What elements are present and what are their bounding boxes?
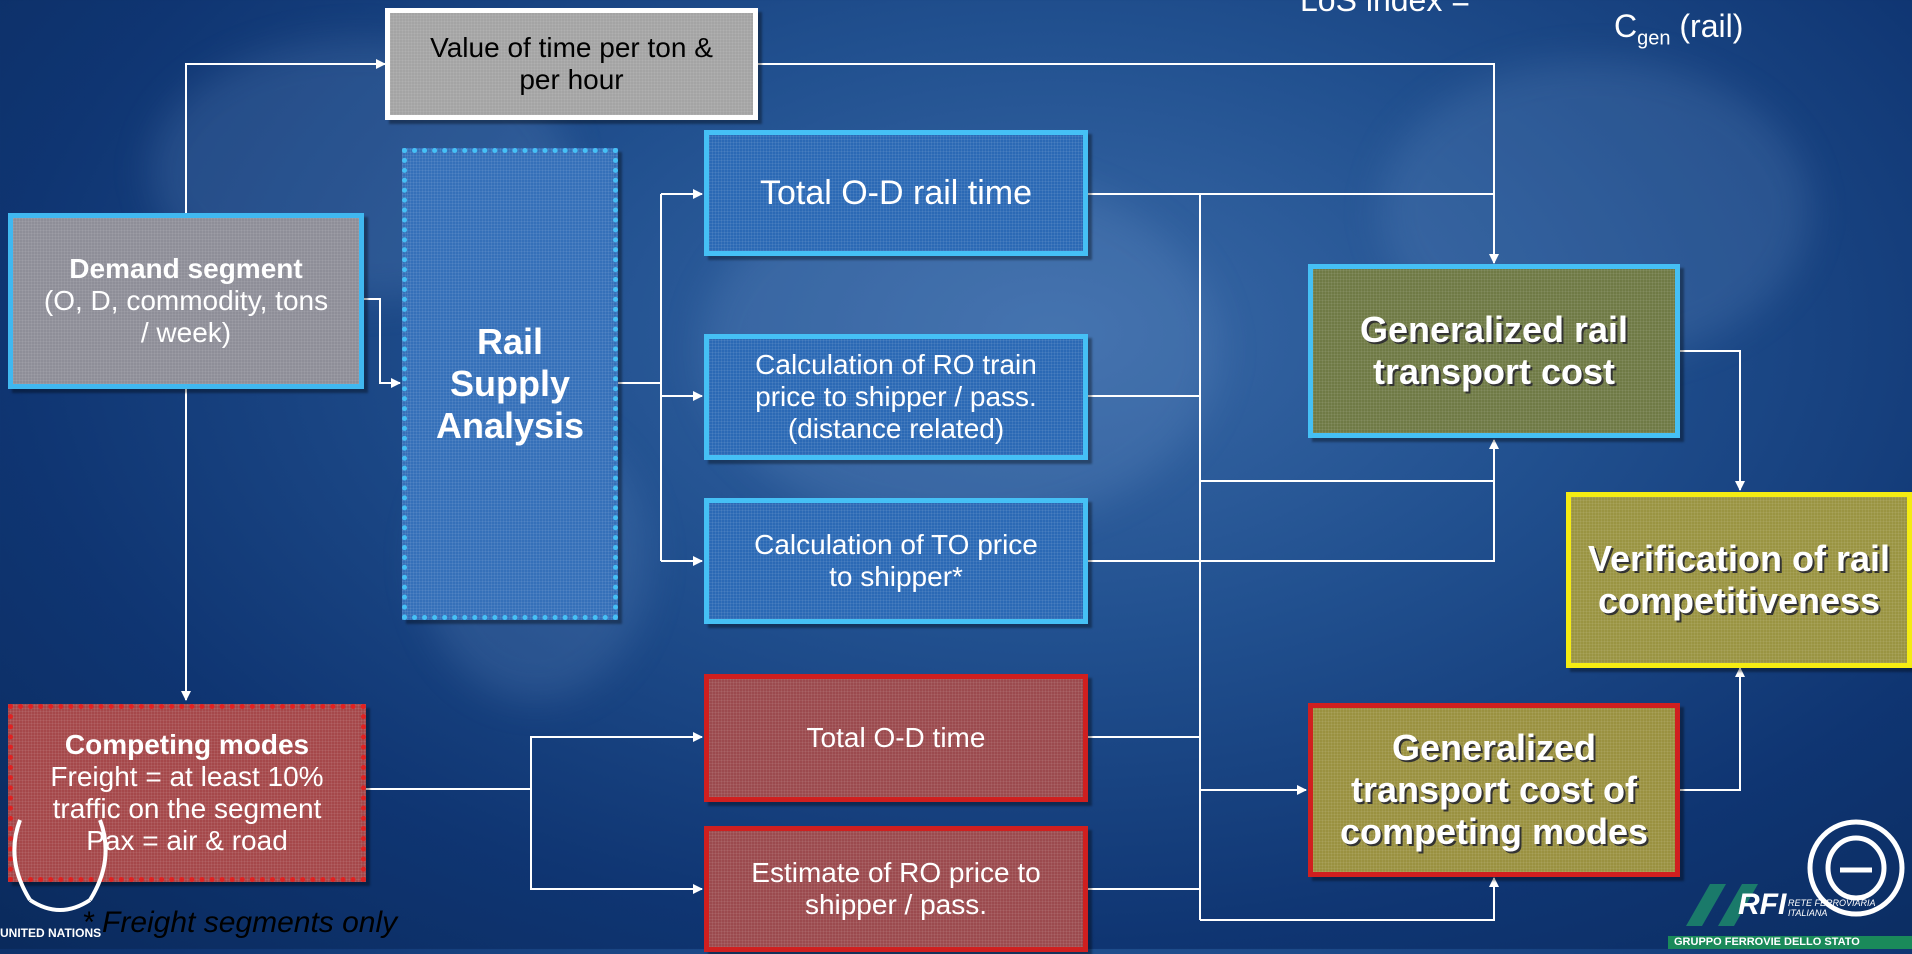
ro-train-price-line-3: (distance related) [787,413,1005,444]
value-of-time-box: Value of time per ton & per hour [385,8,758,120]
total-od-rail-time-box: Total O-D rail time [704,130,1088,256]
rail-supply-analysis-box: Rail Supply Analysis [402,148,618,620]
generalized-competing-cost-box: Generalized transport cost of competing … [1308,703,1680,877]
rail-supply-line-1: Rail [476,321,544,362]
cgen-rest: (rail) [1670,8,1744,44]
value-of-time-line-1: Value of time per ton & [430,32,713,63]
footnote-freight-only: * Freight segments only [82,906,398,939]
total-od-time-box: Total O-D time [704,674,1088,802]
cgen-main: C [1614,8,1638,44]
total-od-time-label: Total O-D time [806,722,986,753]
to-price-line-2: to shipper* [829,561,963,592]
gen-competing-line-1: Generalized [1391,727,1597,768]
gen-rail-cost-line-1: Generalized rail [1359,309,1629,350]
ro-train-price-line-2: price to shipper / pass. [755,381,1037,412]
ro-price-estimate-line-2: shipper / pass. [804,889,988,920]
los-index-label: LoS index = [1300,0,1470,18]
ro-price-estimate-box: Estimate of RO price to shipper / pass. [704,826,1088,952]
cgen-sub: gen [1637,27,1671,50]
gen-competing-line-3: competing modes [1339,811,1649,852]
demand-segment-line-1: (O, D, commodity, tons [43,285,329,316]
verification-line-1: Verification of rail [1587,538,1891,579]
partner-logos: RFI RETE FERROVIARIA ITALIANA GRUPPO FER… [1668,808,1912,949]
competing-modes-title: Competing modes [64,729,310,760]
demand-segment-box: Demand segment (O, D, commodity, tons / … [8,213,364,389]
cgen-rail-label: Cgen (rail) [1614,8,1743,50]
ro-train-price-line-1: Calculation of RO train [755,349,1037,380]
to-price-box: Calculation of TO price to shipper* [704,498,1088,624]
competing-modes-line-1: Freight = at least 10% [50,761,324,792]
rfi-logo-text: RFI [1738,888,1787,921]
un-logo-text: UNITED NATIONS [0,926,102,940]
unece-emblem-icon [1668,819,1912,949]
ro-price-estimate-line-1: Estimate of RO price to [751,857,1041,888]
ro-train-price-box: Calculation of RO train price to shipper… [704,334,1088,460]
demand-segment-title: Demand segment [69,253,303,284]
verification-line-2: competitiveness [1597,580,1881,621]
rail-supply-line-2: Supply [449,363,570,404]
competing-modes-line-2: traffic on the segment [52,793,322,824]
total-od-rail-time-label: Total O-D rail time [759,173,1033,212]
rfi-logo-subtext: RETE FERROVIARIA ITALIANA [1788,898,1876,918]
rail-supply-line-3: Analysis [435,405,585,446]
to-price-line-1: Calculation of TO price [754,529,1038,560]
demand-segment-line-2: / week) [140,317,232,348]
gen-rail-cost-line-2: transport cost [1372,351,1616,392]
value-of-time-line-2: per hour [519,64,624,95]
gen-competing-line-2: transport cost of [1350,769,1637,810]
generalized-rail-cost-box: Generalized rail transport cost [1308,264,1680,438]
un-emblem-icon [12,819,108,912]
rfi-group-text: GRUPPO FERROVIE DELLO STATO [1674,936,1860,948]
competing-modes-box: Competing modes Freight = at least 10% t… [8,704,366,882]
competing-modes-line-3: Pax = air & road [86,825,288,856]
verification-box: Verification of rail competitiveness [1566,492,1912,668]
un-logo: UNITED NATIONS [0,800,120,940]
